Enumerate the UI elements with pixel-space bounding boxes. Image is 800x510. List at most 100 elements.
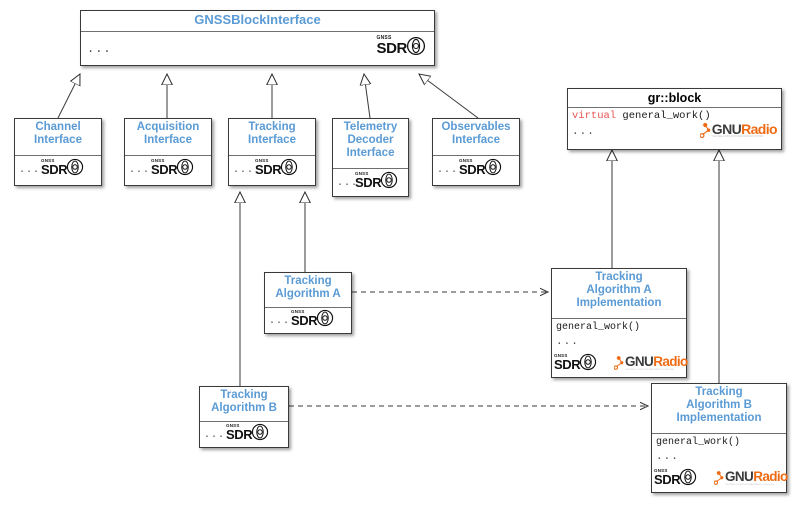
body-ellipsis: ... bbox=[656, 451, 679, 463]
satellite-orbit-icon bbox=[177, 158, 194, 176]
gnss-sdr-logo-main: SDR bbox=[376, 40, 408, 57]
class-title-observables-interface: Observables Interface bbox=[433, 119, 519, 156]
body-ellipsis: ... bbox=[556, 336, 579, 348]
gnss-sdr-logo-top: GNSS bbox=[291, 308, 305, 314]
satellite-orbit-icon bbox=[67, 158, 84, 176]
class-title-tracking-algorithm-b-impl: Tracking Algorithm B Implementation bbox=[652, 384, 786, 434]
gnuradio-node-icon bbox=[699, 122, 711, 139]
body-ellipsis: ... bbox=[129, 165, 151, 176]
gnuradio-logo-radio: Radio bbox=[741, 121, 777, 138]
class-body-tracking-interface: ... GNSS SDR bbox=[229, 156, 315, 185]
body-ellipsis: ... bbox=[87, 42, 112, 56]
gnuradio-logo-radio: Radio bbox=[753, 469, 788, 485]
class-body-tracking-algorithm-b: ... GNSS SDR bbox=[200, 422, 288, 447]
edge-channel-to-base bbox=[57, 74, 80, 119]
title-line: Channel bbox=[35, 121, 81, 133]
keyword-virtual: virtual bbox=[572, 110, 617, 122]
gnss-sdr-logo: GNSS SDR bbox=[226, 423, 269, 441]
satellite-orbit-icon bbox=[281, 158, 298, 176]
class-box-tracking-algorithm-a-impl[interactable]: Tracking Algorithm A Implementation gene… bbox=[551, 268, 688, 378]
title-line: Interface bbox=[248, 133, 296, 146]
title-line: Implementation bbox=[576, 296, 662, 309]
gnss-sdr-logo-top: GNSS bbox=[355, 170, 369, 176]
gnss-sdr-logo-main: SDR bbox=[226, 427, 253, 442]
satellite-orbit-icon bbox=[381, 171, 398, 189]
gnss-sdr-logo: GNSS SDR bbox=[654, 468, 697, 486]
title-line: Tracking bbox=[595, 271, 643, 283]
gnss-sdr-logo-main: SDR bbox=[291, 313, 318, 328]
body-ellipsis: ... bbox=[204, 430, 226, 441]
class-title-tracking-interface: Tracking Interface bbox=[229, 119, 315, 156]
class-box-tracking-algorithm-a[interactable]: Tracking Algorithm A ... GNSS SDR bbox=[264, 272, 352, 334]
edge-telemetry-to-base bbox=[364, 74, 370, 119]
gnss-sdr-logo-top: GNSS bbox=[459, 157, 473, 163]
method-signature-general-work: general_work() bbox=[656, 437, 741, 448]
title-line: Tracking bbox=[284, 275, 332, 287]
class-box-tracking-interface[interactable]: Tracking Interface ... GNSS SDR bbox=[228, 118, 316, 186]
class-body-tracking-algorithm-a-impl: general_work() ... GNSS SDR bbox=[552, 319, 688, 377]
satellite-orbit-icon bbox=[680, 468, 697, 486]
gnuradio-logo-tagline: THE FREE & OPEN SOFTWARE RADIO ECOSYSTEM bbox=[711, 135, 763, 139]
class-box-observables-interface[interactable]: Observables Interface ... GNSS SDR bbox=[432, 118, 520, 186]
gnss-sdr-logo-main: SDR bbox=[151, 162, 178, 177]
gnss-sdr-logo: GNSS SDR bbox=[459, 158, 502, 176]
gnss-sdr-logo: GNSS SDR bbox=[377, 36, 426, 56]
gnss-sdr-logo-main: SDR bbox=[554, 357, 581, 372]
title-line: Interface bbox=[452, 133, 500, 146]
gnss-sdr-logo-top: GNSS bbox=[151, 157, 165, 163]
gnuradio-logo: GNURadio THE FREE & OPEN SOFTWARE RADIO … bbox=[714, 470, 788, 486]
class-body-tracking-algorithm-b-impl: general_work() ... GNSS SDR bbox=[652, 434, 788, 492]
gnuradio-logo-tagline: THE FREE & OPEN SOFTWARE RADIO ECOSYSTEM bbox=[625, 368, 674, 371]
satellite-orbit-icon bbox=[406, 36, 426, 56]
title-line: Algorithm B bbox=[211, 401, 277, 414]
class-body-observables-interface: ... GNSS SDR bbox=[433, 156, 519, 185]
gnss-sdr-logo: GNSS SDR bbox=[554, 353, 597, 371]
gnuradio-logo-tagline: THE FREE & OPEN SOFTWARE RADIO ECOSYSTEM bbox=[725, 483, 774, 486]
satellite-orbit-icon bbox=[252, 423, 269, 441]
class-box-telemetry-decoder-interface[interactable]: Telemetry Decoder Interface ... GNSS SDR bbox=[332, 118, 409, 197]
method-name: general_work() bbox=[622, 110, 711, 122]
body-ellipsis: ... bbox=[572, 126, 595, 138]
class-title-tracking-algorithm-a: Tracking Algorithm A bbox=[265, 273, 351, 308]
class-title-acquisition-interface: Acquisition Interface bbox=[125, 119, 211, 156]
class-title-gnss-block-interface: GNSSBlockInterface bbox=[81, 11, 434, 32]
class-box-gnss-block-interface[interactable]: GNSSBlockInterface ... GNSS SDR bbox=[80, 10, 435, 66]
title-line: Algorithm A bbox=[586, 283, 652, 296]
class-body-gnss-block-interface: ... GNSS SDR bbox=[81, 32, 434, 65]
body-ellipsis: ... bbox=[233, 165, 255, 176]
gnss-sdr-logo: GNSS SDR bbox=[355, 171, 398, 189]
satellite-orbit-icon bbox=[317, 309, 334, 327]
satellite-orbit-icon bbox=[580, 353, 597, 371]
class-box-channel-interface[interactable]: Channel Interface ... GNSS SDR bbox=[14, 118, 102, 186]
class-body-telemetry-decoder-interface: ... GNSS SDR bbox=[333, 169, 408, 196]
title-line: Interface bbox=[144, 133, 192, 146]
class-box-gr-block[interactable]: gr::block virtual general_work() ... GNU… bbox=[567, 88, 782, 150]
body-ellipsis: ... bbox=[437, 165, 459, 176]
gnss-sdr-logo: GNSS SDR bbox=[255, 158, 298, 176]
title-line: Algorithm B bbox=[686, 398, 752, 411]
class-box-tracking-algorithm-b-impl[interactable]: Tracking Algorithm B Implementation gene… bbox=[651, 383, 788, 493]
title-line: Tracking bbox=[248, 121, 296, 133]
title-line: Tracking bbox=[695, 386, 743, 398]
gnss-sdr-logo-top: GNSS bbox=[554, 352, 568, 358]
class-title-tracking-algorithm-b: Tracking Algorithm B bbox=[200, 387, 288, 422]
class-box-acquisition-interface[interactable]: Acquisition Interface ... GNSS SDR bbox=[124, 118, 212, 186]
class-title-channel-interface: Channel Interface bbox=[15, 119, 101, 156]
title-line: Interface bbox=[346, 146, 395, 159]
gnss-sdr-logo: GNSS SDR bbox=[41, 158, 84, 176]
title-line: Implementation bbox=[676, 411, 762, 424]
class-body-tracking-algorithm-a: ... GNSS SDR bbox=[265, 308, 351, 333]
class-box-tracking-algorithm-b[interactable]: Tracking Algorithm B ... GNSS SDR bbox=[199, 386, 289, 448]
gnss-sdr-logo: GNSS SDR bbox=[291, 309, 334, 327]
gnuradio-logo: GNURadio THE FREE & OPEN SOFTWARE RADIO … bbox=[614, 355, 688, 371]
class-title-gr-block: gr::block bbox=[568, 89, 781, 108]
class-body-gr-block: virtual general_work() ... GNURadio THE … bbox=[568, 108, 781, 149]
method-signature-general-work: virtual general_work() bbox=[572, 110, 711, 122]
title-line: Tracking bbox=[220, 389, 268, 401]
gnss-sdr-logo-top: GNSS bbox=[41, 157, 55, 163]
title-line: Interface bbox=[34, 133, 82, 146]
gnss-sdr-logo-top: GNSS bbox=[255, 157, 269, 163]
satellite-orbit-icon bbox=[485, 158, 502, 176]
title-line: Acquisition bbox=[136, 121, 200, 133]
